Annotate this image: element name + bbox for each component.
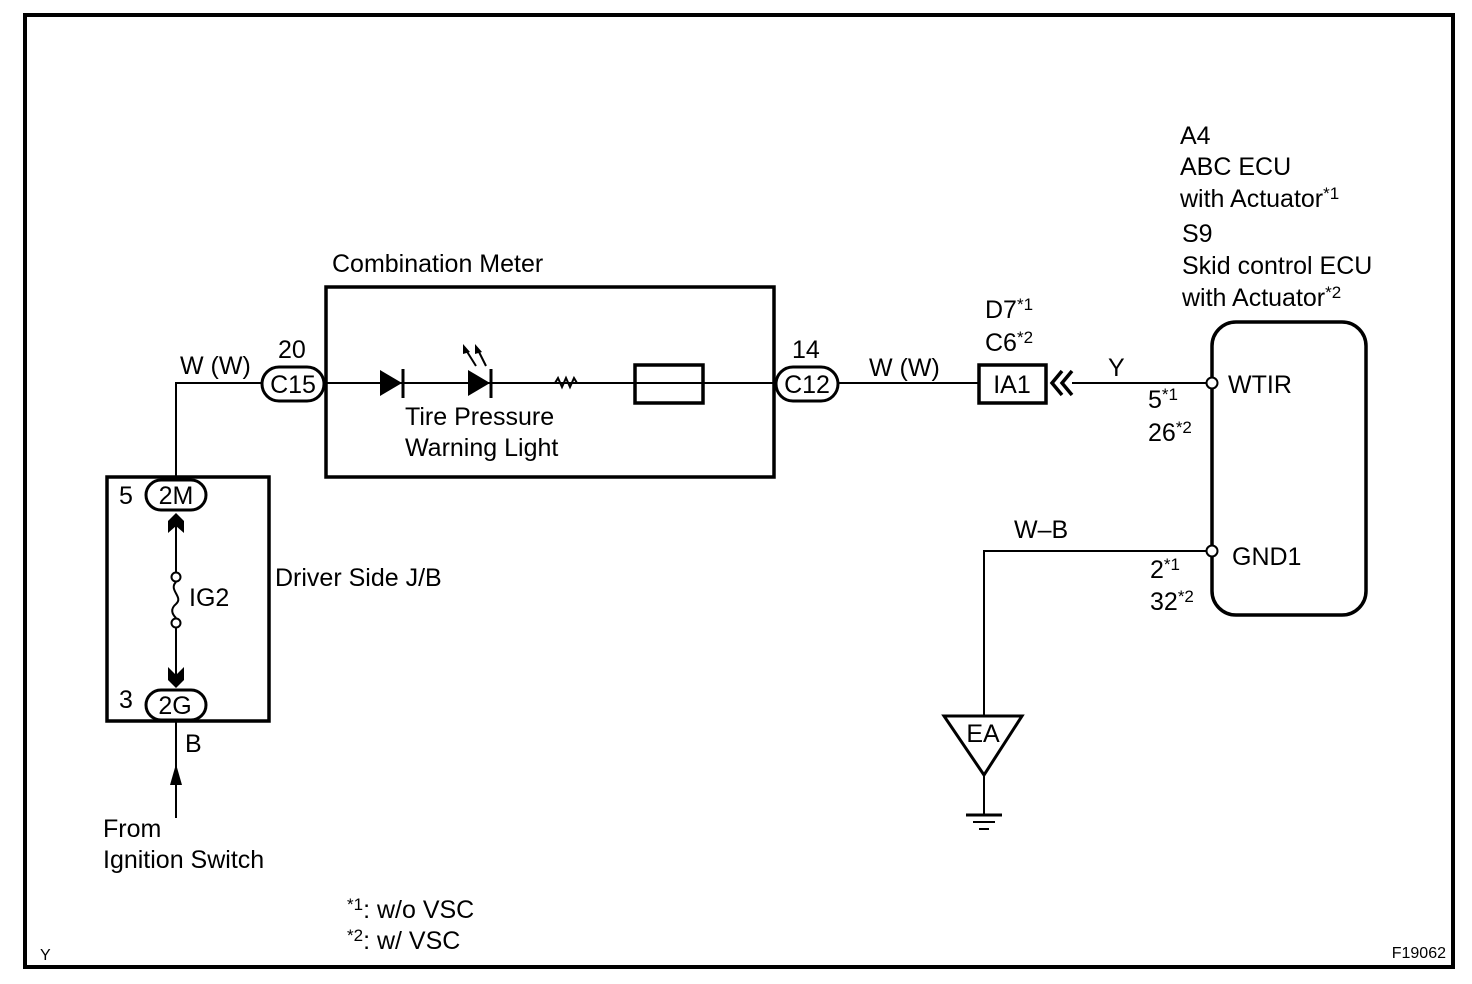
wire-jb-to-c15 — [175, 382, 262, 478]
ecu-line3-text: with Actuator — [1179, 185, 1323, 213]
wtir-pin2-sup: *2 — [1176, 418, 1192, 437]
ground-point-label: EA — [966, 720, 1000, 748]
connector-2m-id: 2M — [159, 482, 194, 510]
connector-c12-pin: 14 — [792, 336, 820, 364]
connector-chevron-icon — [1059, 369, 1074, 397]
connector-c15-pin: 20 — [278, 336, 306, 364]
gnd1-pin2-text: 32 — [1150, 588, 1178, 616]
wire-label-c12-to-ia1: W (W) — [869, 354, 940, 382]
legend-item-2: *2: w/ VSC — [347, 926, 460, 955]
wtir-pin-number1: 5*1 — [1148, 385, 1178, 414]
ia1-note-line2-text: C6 — [985, 329, 1017, 357]
connector-c12-id: C12 — [784, 371, 830, 399]
connector-arrow-down-icon — [168, 667, 184, 688]
ecu-line6-text: with Actuator — [1181, 284, 1325, 312]
corner-mark: Y — [40, 947, 51, 964]
legend-text-2: : w/ VSC — [363, 927, 460, 955]
warning-light-label-line2: Warning Light — [405, 434, 558, 462]
pin-terminal-icon — [1205, 544, 1219, 558]
ecu-pin-gnd1: GND1 — [1232, 543, 1301, 571]
connector-c12: C12 14 — [774, 336, 840, 403]
ground-point-ea: EA — [941, 714, 1025, 830]
gnd1-pin-number2: 32*2 — [1150, 587, 1194, 616]
wire-label-from-ignition: B — [185, 730, 202, 758]
wire-label-to-c15: W (W) — [180, 352, 251, 380]
ecu-box — [1210, 320, 1368, 617]
ecu-line1: A4 — [1180, 122, 1211, 150]
ia1-note-line2-sup: *2 — [1017, 328, 1033, 347]
wire-label-ia1-to-ecu: Y — [1108, 354, 1125, 382]
legend: *1: w/o VSC *2: w/ VSC — [347, 895, 474, 955]
fuse-icon — [171, 581, 180, 619]
ia1-note-line2: C6*2 — [985, 328, 1033, 357]
combination-meter-label: Combination Meter — [332, 250, 543, 278]
ground-symbol-icon — [966, 813, 1002, 830]
legend-mark-2: *2 — [347, 926, 363, 945]
junction-block-box — [105, 475, 271, 723]
fuse-label: IG2 — [189, 584, 229, 612]
resistor-icon — [550, 375, 582, 390]
gnd1-pin1-text: 2 — [1150, 556, 1164, 584]
gnd1-pin-number1: 2*1 — [1150, 555, 1180, 584]
diode-icon — [380, 369, 405, 398]
gnd1-pin2-sup: *2 — [1178, 587, 1194, 606]
connector-2g-id: 2G — [158, 692, 191, 720]
connector-chevron-icon — [1049, 369, 1064, 397]
source-label-line2: Ignition Switch — [103, 846, 264, 874]
ecu-line6-sup: *2 — [1325, 283, 1341, 302]
ecu-line6: with Actuator*2 — [1181, 283, 1341, 312]
connector-2g-pin: 3 — [119, 686, 133, 714]
ia1-note-line1: D7*1 — [985, 295, 1033, 324]
ecu-line5: Skid control ECU — [1182, 252, 1372, 280]
connector-c15-id: C15 — [270, 371, 316, 399]
ecu-line4: S9 — [1182, 220, 1213, 248]
junction-block: Driver Side J/B 2M 5 2G 3 IG2 — [105, 475, 442, 723]
combination-meter: Combination Meter Tire Pressure Warning … — [324, 250, 776, 479]
connector-2m-pin: 5 — [119, 482, 133, 510]
source-label-line1: From — [103, 815, 161, 843]
figure-id: F19062 — [1392, 945, 1446, 962]
ecu-line3-sup: *1 — [1323, 184, 1339, 203]
ecu-line3: with Actuator*1 — [1179, 184, 1339, 213]
ia1-id: IA1 — [993, 371, 1031, 399]
arrow-up-icon — [170, 764, 182, 785]
junction-block-label: Driver Side J/B — [275, 564, 442, 592]
wire-gnd1-to-ground — [983, 550, 1207, 716]
wtir-pin2-text: 26 — [1148, 419, 1176, 447]
led-warning-light-icon — [463, 344, 493, 398]
pin-terminal-icon — [1205, 376, 1219, 390]
wtir-pin-number2: 26*2 — [1148, 418, 1192, 447]
diagram-frame — [23, 13, 1455, 969]
meter-component-box — [633, 363, 705, 405]
connector-arrow-up-icon — [168, 513, 184, 533]
junction-connector-ia1: IA1 D7*1 C6*2 — [977, 295, 1074, 405]
connector-2g — [144, 688, 208, 722]
gnd1-pin1-sup: *1 — [1164, 555, 1180, 574]
ecu-line2: ABC ECU — [1180, 153, 1291, 181]
ecu-pin-wtir: WTIR — [1228, 371, 1292, 399]
connector-2m — [144, 478, 208, 512]
warning-light-label-line1: Tire Pressure — [405, 403, 554, 431]
legend-mark-1: *1 — [347, 895, 363, 914]
wtir-pin1-text: 5 — [1148, 386, 1162, 414]
ecu: A4 ABC ECU with Actuator*1 S9 Skid contr… — [1148, 122, 1372, 617]
wtir-pin1-sup: *1 — [1162, 385, 1178, 404]
ia1-note-line1-sup: *1 — [1017, 295, 1033, 314]
ia1-note-line1-text: D7 — [985, 296, 1017, 324]
legend-text-1: : w/o VSC — [363, 896, 474, 924]
wire-label-ground: W–B — [1014, 516, 1068, 544]
ground-point-triangle-icon — [941, 714, 1025, 778]
legend-item-1: *1: w/o VSC — [347, 895, 474, 924]
connector-c15: C15 20 — [260, 336, 326, 403]
